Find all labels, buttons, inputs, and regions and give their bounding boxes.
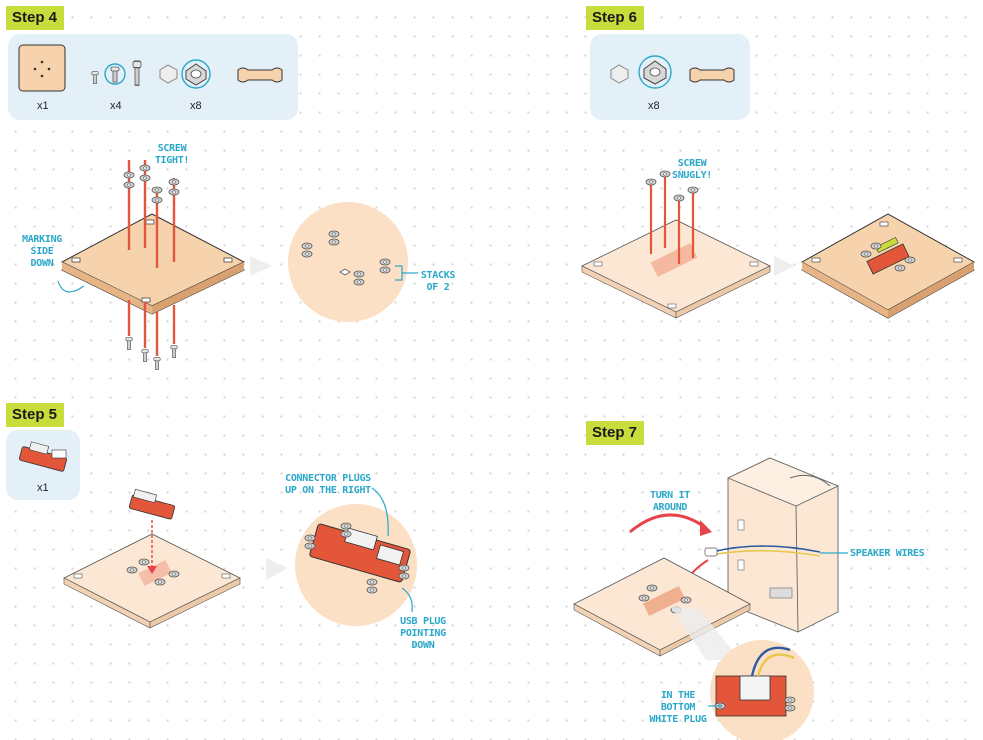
marking-arrow — [57, 280, 85, 293]
step-5-qty-board: x1 — [37, 482, 49, 494]
step-4-qty-plate: x1 — [37, 100, 49, 112]
step-5-callout-connector: CONNECTOR PLUGS UP ON THE RIGHT — [285, 473, 371, 496]
step-5-callout-usb: USB PLUG POINTING DOWN — [400, 616, 446, 651]
step-5-zoom-view — [295, 487, 417, 626]
step-4-callout-stacks: STACKS OF 2 — [420, 270, 456, 293]
step-6-nut-icon — [610, 55, 672, 89]
step-6-spacer-bar-icon — [689, 67, 735, 83]
step-7-callout-white-plug: IN THE BOTTOM WHITE PLUG — [649, 690, 707, 725]
turn-around-arrow — [629, 513, 707, 534]
speaker-box-icon — [726, 457, 840, 633]
step-5-base-plate — [63, 533, 241, 629]
screw-icon — [91, 60, 142, 86]
step-7-zoom-view — [708, 640, 814, 740]
speaker-wires — [704, 545, 848, 557]
step-7-badge: Step 7 — [586, 421, 645, 445]
step-4-zoom-view — [288, 202, 418, 322]
step-4-nuts — [123, 164, 180, 204]
step-4-base-plate — [60, 213, 246, 315]
step-5-badge: Step 5 — [6, 403, 65, 427]
step-6-arrow — [774, 256, 794, 276]
step-5-board-dropping — [128, 488, 176, 574]
circuit-board-icon — [19, 441, 67, 472]
spacer-bar-icon — [237, 67, 283, 83]
step-6-qty-nuts: x8 — [648, 100, 660, 112]
step-5-arrow — [266, 558, 288, 580]
step-4-qty-screws: x4 — [110, 100, 122, 112]
step-6-badge: Step 6 — [586, 6, 645, 30]
base-plate-icon — [18, 44, 66, 92]
zoom-beam — [670, 606, 740, 660]
step-4-callout-marking-side: MARKING SIDE DOWN — [21, 234, 63, 269]
step-4-arrow — [250, 256, 272, 276]
step-7-callout-speaker-wires: SPEAKER WIRES — [850, 548, 925, 559]
step-6-screw-rods — [649, 174, 695, 264]
step-4-bottom-screws — [125, 337, 178, 370]
step-6-result-plate — [800, 213, 976, 319]
step-4-callout-screw-tight: SCREW TIGHT! — [154, 143, 190, 166]
step-4-badge: Step 4 — [6, 6, 65, 30]
step-7-callout-turn-around: TURN IT AROUND — [649, 490, 691, 513]
step-6-base-plate — [581, 219, 771, 319]
nut-icon — [159, 59, 211, 89]
step-4-qty-nuts: x8 — [190, 100, 202, 112]
step-6-callout-screw-snugly: SCREW SNUGLY! — [671, 158, 713, 181]
